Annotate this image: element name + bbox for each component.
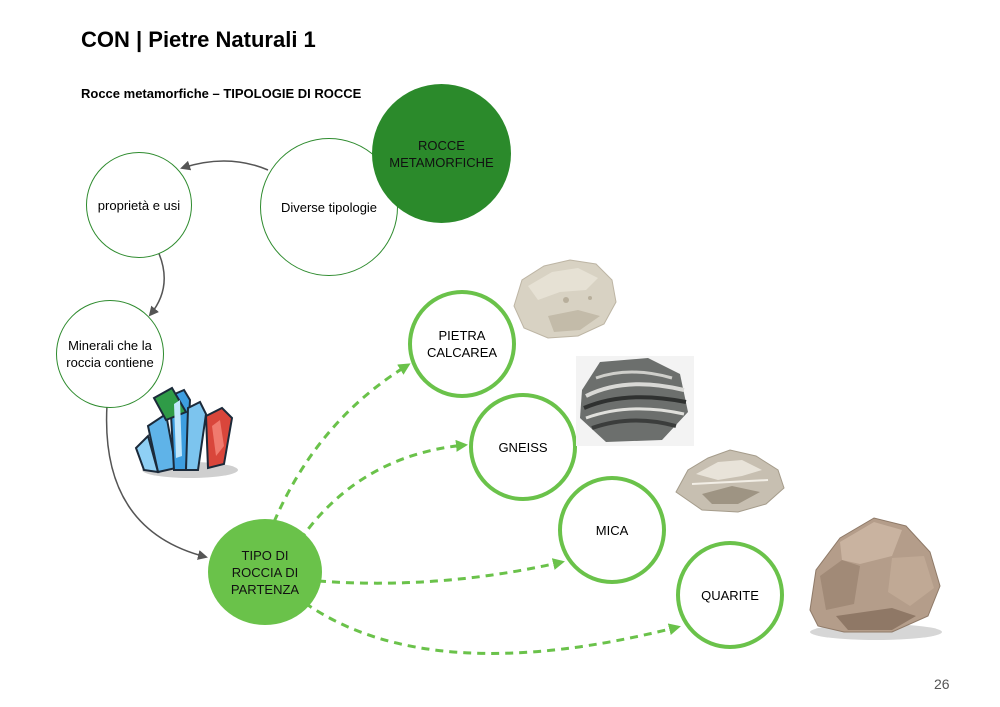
node-mica: MICA xyxy=(558,476,666,584)
node-gneiss: GNEISS xyxy=(469,393,577,501)
mica-rock-image xyxy=(675,449,785,513)
arrow-origin-to-mica xyxy=(317,558,565,585)
page-title: CON | Pietre Naturali 1 xyxy=(81,27,316,52)
node-tipo-roccia-partenza: TIPO DI ROCCIA DI PARTENZA xyxy=(208,519,322,625)
gneiss-rock-image xyxy=(576,356,694,446)
node-proprieta-usi: proprietà e usi xyxy=(86,152,192,258)
arrow-properties-to-minerals xyxy=(148,246,165,317)
node-pietra-calcarea: PIETRA CALCAREA xyxy=(408,290,516,398)
node-minerali: Minerali che la roccia contiene xyxy=(56,300,164,408)
arrow-origin-to-quartzite xyxy=(304,601,681,655)
node-quarite: QUARITE xyxy=(676,541,784,649)
arrow-origin-to-limestone xyxy=(272,363,411,523)
quartzite-rock-image xyxy=(809,517,942,640)
arrow-minerals-to-origin xyxy=(105,404,208,560)
limestone-rock-image xyxy=(513,259,617,339)
node-rocce-metamorfiche: ROCCE METAMORFICHE xyxy=(372,84,511,223)
page-number: 26 xyxy=(934,676,950,692)
page-subtitle: Rocce metamorfiche – TIPOLOGIE DI ROCCE xyxy=(81,86,362,101)
arrow-origin-to-gneiss xyxy=(298,439,468,541)
crystal-cluster-icon xyxy=(134,386,238,478)
arrow-types-to-properties xyxy=(180,160,269,171)
